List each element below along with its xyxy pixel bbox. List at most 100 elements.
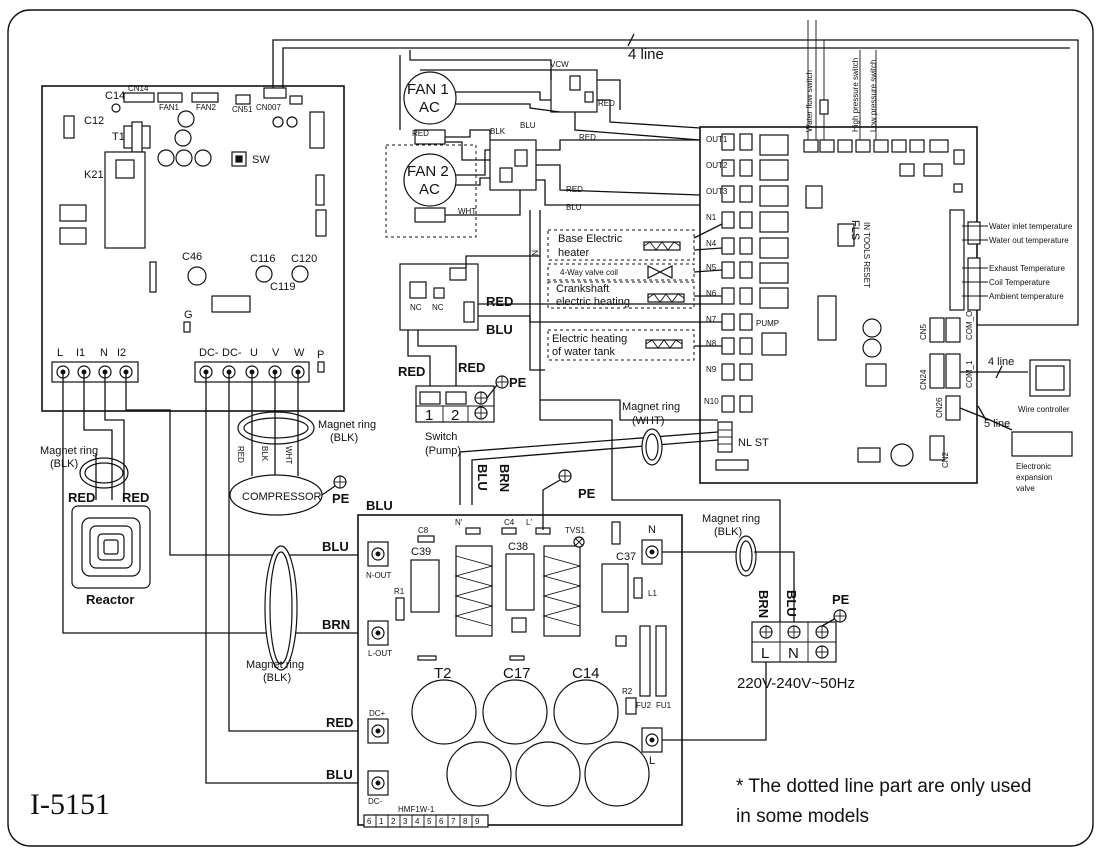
eev-box xyxy=(1011,431,1073,457)
t2-label: T2 xyxy=(434,665,452,682)
k21-label: K21 xyxy=(84,169,104,181)
out-label-0: OUT1 xyxy=(706,135,728,144)
comp-pe-label: PE xyxy=(332,491,350,506)
compressor-section: Magnet ring (BLK) RED BLK WHT COMPRESSOR… xyxy=(205,372,393,784)
term-u-label: U xyxy=(250,347,258,359)
ring3-top: Magnet ring xyxy=(246,659,304,671)
out-label-10: N10 xyxy=(704,397,719,406)
pin-5: 5 xyxy=(427,817,432,826)
filter-board: N-OUT L-OUT DC+ DC- N L C8 C39 R1 N' C4 … xyxy=(357,469,683,828)
sensor-0: Water inlet temperature xyxy=(989,222,1073,231)
c37-label: C37 xyxy=(616,551,636,563)
filter-name: HMF1W-1 xyxy=(398,805,435,814)
out-label-3: N1 xyxy=(706,213,717,222)
fan-blk-1: BLK xyxy=(490,127,506,136)
term-i2-label: I2 xyxy=(117,347,126,359)
c39-label: C39 xyxy=(411,546,431,558)
com-label-5: CN5 xyxy=(919,323,928,340)
peripherals: 4 line Wire controller 5 line Electronic… xyxy=(959,356,1073,493)
term-p-label: P xyxy=(317,349,324,361)
load-3-line2: of water tank xyxy=(552,346,615,358)
comm-4line-top-label: 4 line xyxy=(628,46,664,63)
fan-wht: WHT xyxy=(458,207,476,216)
load-1-line1: 4-Way valve coil xyxy=(560,268,618,277)
mains-pe-label: PE xyxy=(832,592,850,607)
sensor-list: Water inlet temperature Water out temper… xyxy=(962,222,1073,301)
terminal-n: N xyxy=(788,645,799,662)
nl-brn: BRN xyxy=(497,464,512,492)
sensor-1: Water out temperature xyxy=(989,236,1069,245)
fan-blu-1: BLU xyxy=(520,121,536,130)
fan1-bottom-label: AC xyxy=(419,99,440,116)
fan-blu-2: BLU xyxy=(566,203,582,212)
pin-7: 7 xyxy=(451,817,456,826)
com-label-3: COM_O xyxy=(965,311,974,340)
load-2-line2: electric heating xyxy=(556,296,630,308)
note-line1: * The dotted line part are only used xyxy=(736,776,1031,797)
switch-sub: (Pump) xyxy=(425,445,461,457)
c12-label: C12 xyxy=(84,115,104,127)
t1-label: T1 xyxy=(112,131,125,143)
com-label-0: CN26 xyxy=(935,397,944,418)
top-switch-wires xyxy=(807,20,877,140)
out-connectors xyxy=(721,133,789,413)
pin-3: 3 xyxy=(403,817,408,826)
sensor-2: Exhaust Temperature xyxy=(989,264,1065,273)
comp-wht: WHT xyxy=(284,446,293,464)
n-out-blu: BLU xyxy=(322,539,349,554)
ring2-bottom: (BLK) xyxy=(330,432,358,444)
switch-red-1: RED xyxy=(398,364,425,379)
c14-filter-label: C14 xyxy=(572,665,600,682)
sensor-3: Coil Temperature xyxy=(989,278,1050,287)
ring5-top: Magnet ring xyxy=(702,513,760,525)
fan2-header-label: FAN2 xyxy=(196,103,217,112)
com-label-2: CN2 xyxy=(941,451,950,468)
ring5-bottom: (BLK) xyxy=(714,526,742,538)
terminal-l: L xyxy=(761,645,769,662)
com-label-4: COM_1 xyxy=(965,360,974,388)
switch-red-2: RED xyxy=(458,360,485,375)
cn007-label: CN007 xyxy=(256,103,281,112)
vcw-mark: VCW xyxy=(550,60,569,69)
pin-1: 1 xyxy=(379,817,384,826)
low-pressure-switch-label: Low pressure switch xyxy=(869,60,878,132)
cn51-label: CN51 xyxy=(232,105,253,114)
mains-brn: BRN xyxy=(756,590,771,618)
fan-section: FAN 1 AC FAN 2 AC VCW RED BLU BLK xyxy=(385,50,701,238)
comp-red: RED xyxy=(236,446,245,463)
term-l-label: L xyxy=(57,347,63,359)
sensor-4: Ambient temperature xyxy=(989,292,1064,301)
water-flow-switch-label: Water flow switch xyxy=(805,70,814,132)
switch-headers xyxy=(803,139,965,209)
cn14-label: CN14 xyxy=(128,84,149,93)
term-i1-label: I1 xyxy=(76,347,85,359)
out-label-2: OUT3 xyxy=(706,187,728,196)
switch-term-1: 1 xyxy=(425,407,433,424)
reactor-red-1: RED xyxy=(68,490,95,505)
switch-term-2: 2 xyxy=(451,407,459,424)
pin-9: 9 xyxy=(475,817,480,826)
n-mark: N xyxy=(530,250,539,256)
ring3-bottom: (BLK) xyxy=(263,672,291,684)
dc-plus-red: RED xyxy=(326,715,353,730)
n-out-label: N-OUT xyxy=(366,571,391,580)
out-label-1: OUT2 xyxy=(706,161,728,170)
comm-5line-label: 5 line xyxy=(984,418,1010,430)
fan2-bottom-label: AC xyxy=(419,181,440,198)
out-label-9: N9 xyxy=(706,365,717,374)
n-prime-label: N' xyxy=(455,518,463,527)
fls-label: FLS xyxy=(849,220,861,240)
filter-pe-label: PE xyxy=(578,486,596,501)
out-label-6: N6 xyxy=(706,289,717,298)
pin-4: 4 xyxy=(415,817,420,826)
c116-label: C116 xyxy=(250,253,275,265)
out-label-5: N5 xyxy=(706,263,717,272)
out-label-7: N7 xyxy=(706,315,717,324)
fan1-header-label: FAN1 xyxy=(159,103,180,112)
load-0-line1: Base Electric xyxy=(558,233,623,245)
mains-blu: BLU xyxy=(784,590,799,617)
switch-pe-label: PE xyxy=(509,375,527,390)
switch-title: Switch xyxy=(425,431,457,443)
power-supply-label: 220V-240V~50Hz xyxy=(737,675,855,692)
